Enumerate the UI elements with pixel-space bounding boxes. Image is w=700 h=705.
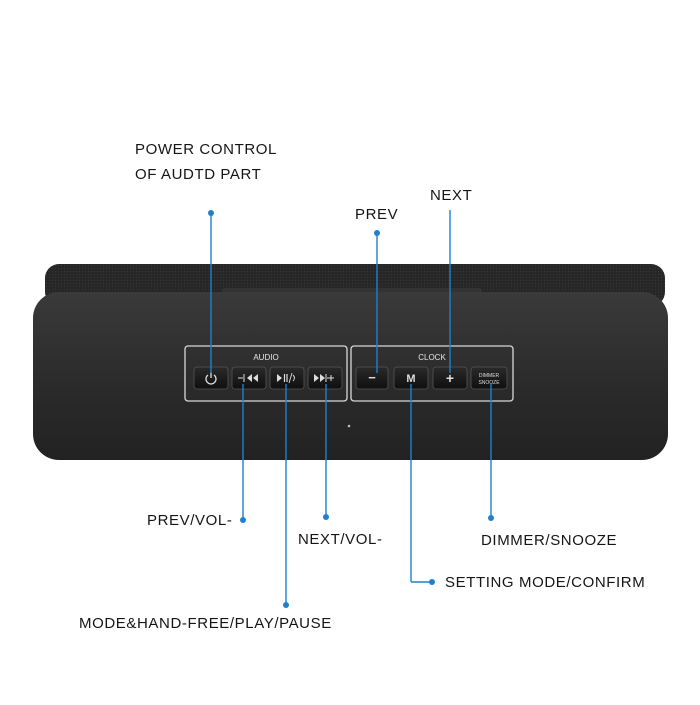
power-callout-line [208, 210, 214, 373]
mode-label: M [406, 373, 415, 385]
power-callout-label-line1: POWER CONTROL [135, 141, 277, 158]
play-pause-button[interactable] [269, 366, 305, 390]
next-vol-button[interactable] [307, 366, 343, 390]
clock-panel-frame [350, 345, 514, 402]
dimmer-snooze-callout-line [488, 384, 494, 521]
minus-button[interactable]: − [355, 366, 389, 390]
power-callout-label-line2: OF AUDTD PART [135, 166, 262, 183]
clock-panel: CLOCK − M + DIMMER SNOOZE [350, 345, 514, 402]
audio-panel-frame [184, 345, 348, 402]
mode-button[interactable]: M [393, 366, 429, 390]
plus-label: + [446, 370, 454, 386]
snooze-label: SNOOZE [478, 380, 500, 386]
audio-panel-label: AUDIO [253, 353, 278, 362]
setting-mode-callout-line [410, 384, 435, 585]
prev-vol-button[interactable] [231, 366, 267, 390]
callout-lines [208, 210, 494, 608]
next-vol-icon [314, 374, 334, 382]
prev-vol-icon [238, 374, 258, 382]
prev-callout-line [374, 230, 380, 373]
dimmer-snooze-callout-label: DIMMER/SNOOZE [481, 532, 618, 549]
clock-panel-label: CLOCK [418, 353, 446, 362]
prev-callout-label: PREV [355, 206, 399, 223]
microphone-hole [347, 424, 351, 428]
setting-mode-callout-label: SETTING MODE/CONFIRM [445, 574, 646, 591]
minus-label: − [368, 370, 376, 385]
next-callout-label: NEXT [430, 187, 473, 204]
dimmer-label: DIMMER [479, 373, 500, 379]
prev-vol-callout-line [240, 384, 246, 523]
dimmer-snooze-button[interactable]: DIMMER SNOOZE [470, 366, 508, 390]
next-vol-callout-line [323, 384, 329, 520]
plus-button[interactable]: + [432, 366, 468, 390]
mode-play-callout-line [283, 384, 289, 608]
next-vol-callout-label: NEXT/VOL- [298, 531, 383, 548]
mode-play-callout-label: MODE&HAND-FREE/PLAY/PAUSE [79, 615, 332, 632]
play-pause-icon [277, 372, 295, 384]
prev-vol-callout-label: PREV/VOL- [147, 512, 233, 529]
